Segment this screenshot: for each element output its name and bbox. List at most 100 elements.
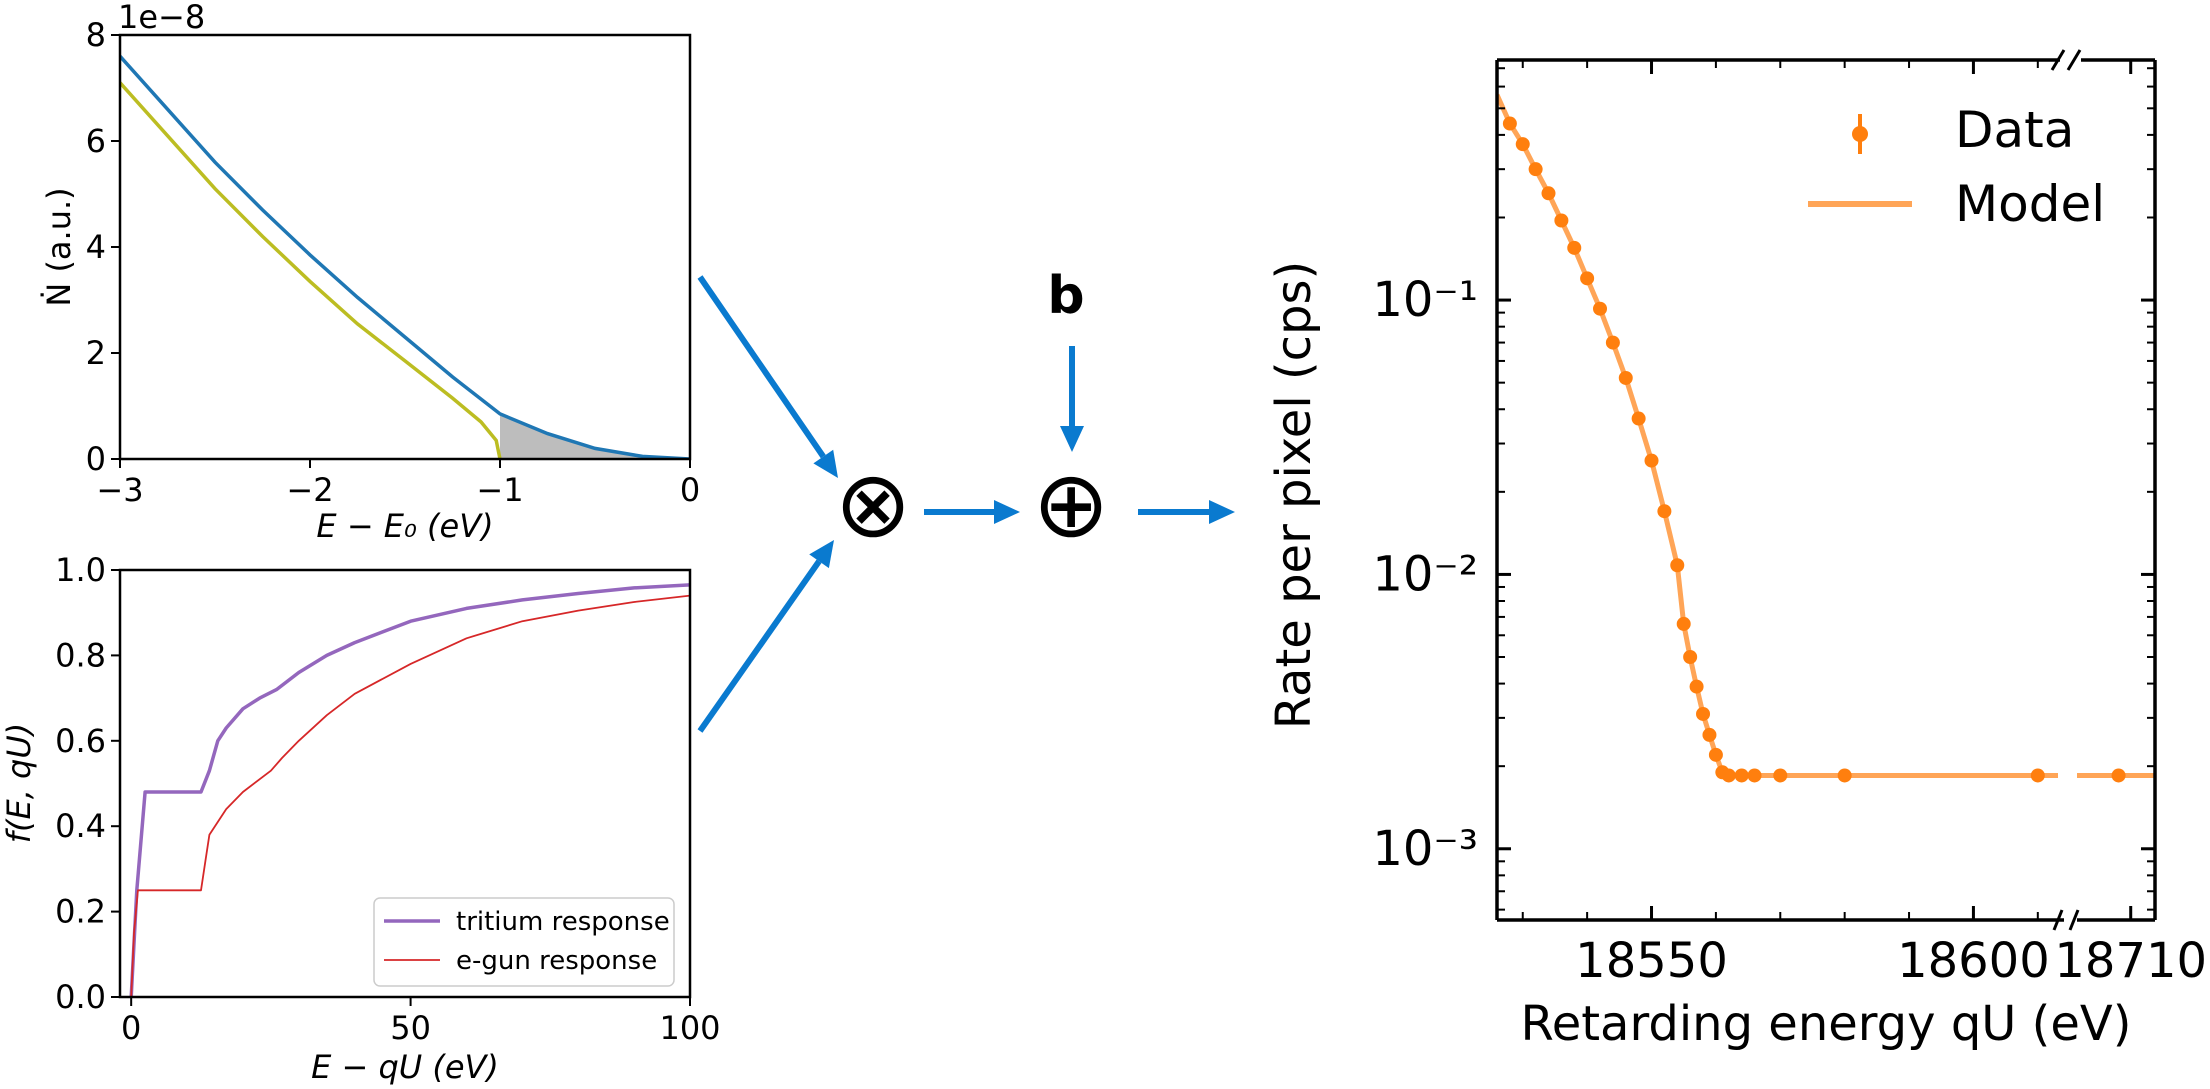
arrow-add-to-rate <box>1138 500 1235 524</box>
shaded-region <box>500 413 690 459</box>
rate-data-point <box>1670 558 1685 573</box>
spectrum-y-tick-label: 0 <box>86 440 106 478</box>
spectrum-offset-text: 1e−8 <box>118 0 205 36</box>
spectrum-y-tick-label: 6 <box>86 122 106 160</box>
rate-y-label: Rate per pixel (cps) <box>1266 261 1322 730</box>
rate-data-point <box>1702 727 1717 742</box>
response-line-0 <box>129 583 690 997</box>
axis-break-mark <box>2066 49 2082 71</box>
response-legend: tritium response e-gun response <box>373 897 675 987</box>
response-series-group <box>129 583 690 997</box>
arrow-multiply-to-add <box>924 500 1020 524</box>
rate-data-point <box>1605 335 1620 350</box>
response-y-tick-label: 0.2 <box>55 893 106 931</box>
spectrum-y-tick-label: 8 <box>86 16 106 54</box>
response-y-tick-label: 0.8 <box>55 636 106 674</box>
rate-data-point <box>1541 186 1556 201</box>
rate-y-tick-label: 10⁻² <box>1372 546 1478 602</box>
spectrum-series-group <box>120 55 690 459</box>
spectrum-y-tick-label: 4 <box>86 228 106 266</box>
flow-arrows <box>697 275 1235 733</box>
spectrum-y-ticks: 0 2 4 6 8 <box>86 16 120 478</box>
rate-x-label: Retarding energy qU (eV) <box>1521 996 2132 1052</box>
spectrum-line-1 <box>120 81 502 459</box>
rate-y-tick-label: 10⁻¹ <box>1372 272 1478 328</box>
spectrum-x-tick-label: −3 <box>96 471 143 509</box>
rate-data-point <box>1580 271 1595 286</box>
rate-data-point <box>1502 116 1517 131</box>
rate-data-group <box>1502 116 2126 783</box>
rate-data-point <box>1676 616 1691 631</box>
response-y-tick-label: 1.0 <box>55 551 106 589</box>
axis-break-mark <box>2068 909 2080 931</box>
rate-data-point <box>1683 650 1698 665</box>
rate-x-tick-label: 18710 <box>2054 933 2207 989</box>
rate-x-tick-label: 18600 <box>1897 933 2050 989</box>
rate-data-point <box>1708 747 1723 762</box>
legend-egun-label: e-gun response <box>456 946 657 976</box>
spectrum-x-tick-label: −2 <box>286 471 333 509</box>
rate-data-point <box>1554 213 1569 228</box>
axis-break-mark <box>2052 909 2064 931</box>
rate-y-ticks: 10⁻¹ 10⁻² 10⁻³ <box>1372 67 2155 911</box>
rate-data-point <box>1593 301 1608 316</box>
spectrum-frame <box>118 33 692 461</box>
rate-data-point <box>1631 411 1646 426</box>
background-b-label: b <box>1047 266 1084 326</box>
axis-break-mark <box>2050 49 2066 71</box>
arrow-spectrum-to-multiply <box>697 275 838 478</box>
rate-data-point <box>1618 370 1633 385</box>
response-x-label: E − qU (eV) <box>311 1048 499 1086</box>
rate-data-point <box>1696 706 1711 721</box>
legend-model-label: Model <box>1955 175 2105 233</box>
response-y-tick-label: 0.0 <box>55 978 106 1016</box>
rate-data-point <box>1721 768 1736 783</box>
response-y-ticks: 0.0 0.2 0.4 0.6 0.8 1.0 <box>55 551 120 1016</box>
spectrum-chart: −3 −2 −1 0 0 2 4 6 8 1e−8 E − E₀ (eV) Ṅ (a.u.) <box>40 0 700 545</box>
rate-data-point <box>1657 504 1672 519</box>
rate-data-point <box>1644 453 1659 468</box>
rate-y-tick-label: 10⁻³ <box>1372 821 1478 877</box>
rate-data-point <box>2111 768 2126 783</box>
rate-data-point <box>1734 768 1749 783</box>
arrow-response-to-multiply <box>697 540 834 733</box>
rate-frame <box>1495 49 2157 931</box>
response-y-label: f(E, qU) <box>0 723 38 844</box>
legend-data-marker <box>1852 126 1868 142</box>
flow-diagram: ⊗ ⊕ b <box>697 266 1235 733</box>
spectrum-x-label: E − E₀ (eV) <box>316 507 493 545</box>
rate-data-point <box>1837 768 1852 783</box>
rate-data-point <box>1567 240 1582 255</box>
response-legend-box <box>373 897 675 987</box>
legend-data-label: Data <box>1955 101 2074 159</box>
rate-data-point <box>1515 137 1530 152</box>
arrow-b-to-add <box>1060 346 1084 452</box>
response-y-tick-label: 0.6 <box>55 722 106 760</box>
spectrum-x-tick-label: −1 <box>476 471 523 509</box>
multiply-operator: ⊗ <box>834 451 911 558</box>
rate-data-point <box>1747 768 1762 783</box>
rate-data-point <box>2030 768 2045 783</box>
response-frame <box>118 568 692 999</box>
rate-data-point <box>1528 162 1543 177</box>
spectrum-line-0 <box>120 55 690 459</box>
spectrum-y-label: Ṅ (a.u.) <box>40 187 78 306</box>
rate-data-point <box>1773 768 1788 783</box>
spectrum-x-tick-label: 0 <box>680 471 700 509</box>
response-y-tick-label: 0.4 <box>55 807 106 845</box>
spectrum-x-ticks: −3 −2 −1 0 <box>96 459 700 509</box>
rate-x-tick-label: 18550 <box>1575 933 1728 989</box>
legend-tritium-label: tritium response <box>456 907 670 937</box>
response-line-1 <box>130 594 690 997</box>
rate-data-point <box>1689 679 1704 694</box>
spectrum-y-tick-label: 2 <box>86 334 106 372</box>
response-x-tick-label: 0 <box>121 1009 141 1047</box>
response-x-tick-label: 100 <box>659 1009 720 1047</box>
add-operator: ⊕ <box>1032 451 1109 558</box>
rate-legend: Data Model <box>1808 101 2105 233</box>
